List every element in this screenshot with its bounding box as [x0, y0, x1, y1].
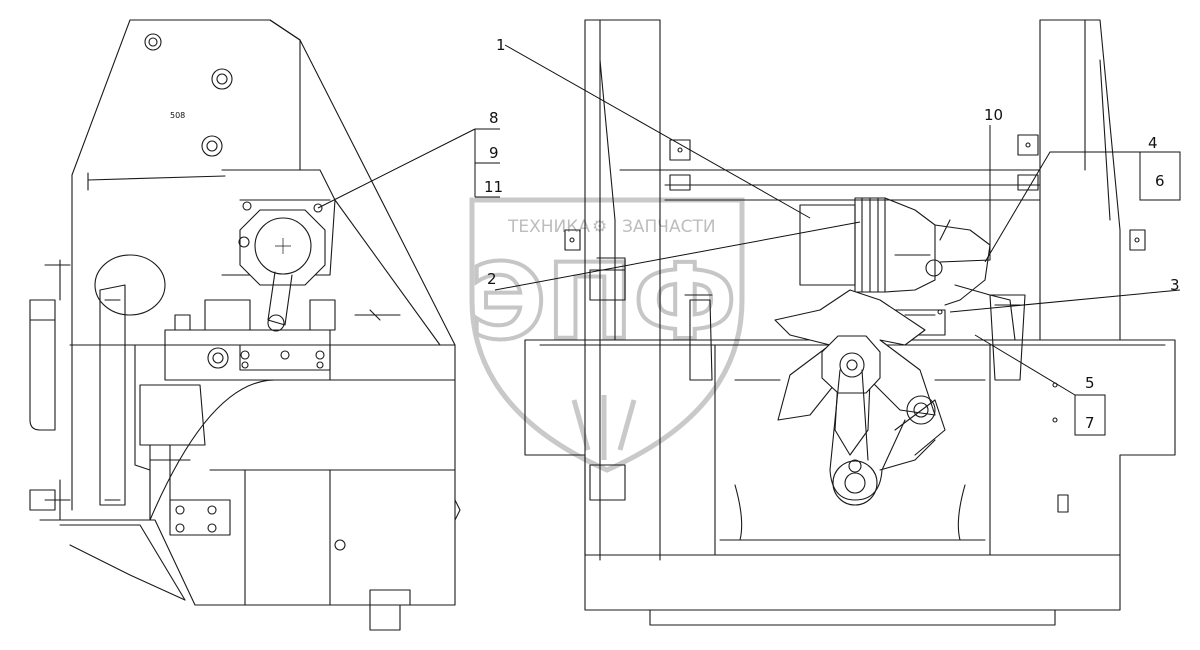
engine-block — [164, 329, 331, 381]
right-front-view — [494, 19, 1181, 626]
callout-3: 3 — [1170, 276, 1180, 294]
wheat-emblem-icon — [571, 395, 637, 460]
callout-11: 11 — [484, 178, 503, 196]
callout-9: 9 — [489, 144, 499, 162]
bolt-hole-icon — [211, 68, 233, 90]
callout-1: 1 — [496, 36, 506, 54]
callout-6: 6 — [1155, 172, 1165, 190]
bolt-hole-icon — [144, 33, 162, 51]
panel-label: 508 — [170, 111, 185, 120]
watermark-line1: ТЕХНИКА — [507, 217, 590, 237]
callout-labels: 1 2 3 4 5 6 7 8 9 10 11 — [484, 36, 1180, 432]
callout-4: 4 — [1148, 134, 1158, 152]
bolt-hole-icon — [201, 135, 223, 157]
callout-8: 8 — [489, 109, 499, 127]
watermark: ТЕХНИКА ЗАПЧАСТИ ⚙ ЭПФ — [468, 197, 745, 473]
callout-5: 5 — [1085, 374, 1095, 392]
callout-2: 2 — [487, 270, 497, 288]
watermark-line2: ЗАПЧАСТИ — [622, 217, 716, 237]
callout-7: 7 — [1085, 414, 1095, 432]
left-side-view: 508 — [29, 19, 500, 631]
watermark-letters: ЭПФ — [470, 241, 737, 363]
callout-10: 10 — [984, 106, 1003, 124]
